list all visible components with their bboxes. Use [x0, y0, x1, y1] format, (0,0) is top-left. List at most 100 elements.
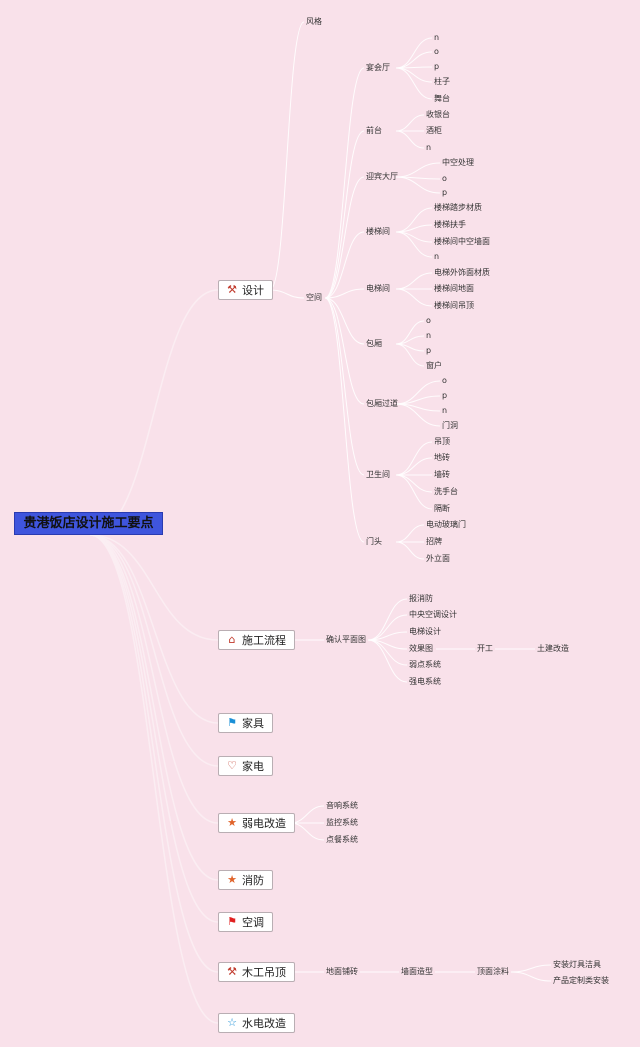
room-topic[interactable]: 宴会厅	[366, 63, 390, 72]
process-item[interactable]: 中央空调设计	[409, 610, 457, 619]
item-topic[interactable]: p	[426, 346, 432, 355]
branch-label: 家具	[242, 717, 264, 730]
item-topic[interactable]: p	[434, 62, 440, 71]
branch-label: 弱电改造	[242, 817, 286, 830]
connector	[395, 162, 441, 178]
connector	[367, 598, 408, 641]
item-topic[interactable]: 楼梯间地面	[434, 284, 474, 293]
item-topic[interactable]: o	[426, 316, 431, 325]
item-topic[interactable]: o	[442, 376, 447, 385]
style-topic[interactable]: 风格	[306, 17, 322, 26]
item-topic[interactable]: 收银台	[426, 110, 450, 119]
item-topic[interactable]: 外立面	[426, 554, 450, 563]
item-topic[interactable]: 楼梯间中空墙面	[434, 237, 490, 246]
item-topic[interactable]: 洗手台	[434, 487, 458, 496]
room-topic[interactable]: 包厢过道	[366, 399, 398, 408]
item-topic[interactable]: 墙砖	[434, 470, 450, 479]
branch-fire[interactable]: ★消防	[218, 870, 273, 890]
tools-icon: ⚒	[227, 283, 237, 296]
room-topic[interactable]: 门头	[366, 537, 382, 546]
branch-label: 施工流程	[242, 634, 286, 647]
item-topic[interactable]: 门洞	[442, 421, 458, 430]
connector	[395, 231, 433, 258]
process-item[interactable]: 效果图	[409, 644, 433, 653]
branch-design[interactable]: ⚒设计	[218, 280, 273, 300]
connector	[510, 964, 552, 973]
item-topic[interactable]: n	[442, 406, 448, 415]
root-topic[interactable]: 贵港饭店设计施工要点	[14, 512, 163, 535]
item-topic[interactable]: n	[426, 331, 432, 340]
connector	[510, 971, 552, 982]
item-topic[interactable]: o	[434, 47, 439, 56]
confirm-topic[interactable]: 确认平面图	[326, 635, 366, 644]
item-topic[interactable]: 地砖	[434, 453, 450, 462]
item-topic[interactable]: 楼梯间吊顶	[434, 301, 474, 310]
item-topic[interactable]: 楼梯扶手	[434, 220, 466, 229]
start-topic[interactable]: 开工	[477, 644, 493, 653]
connector	[395, 67, 433, 83]
item-topic[interactable]: 窗户	[426, 361, 442, 370]
connector	[367, 614, 408, 641]
item-topic[interactable]: n	[434, 252, 440, 261]
weak-item[interactable]: 音响系统	[326, 801, 358, 810]
room-topic[interactable]: 楼梯间	[366, 227, 390, 236]
item-topic[interactable]: 电动玻璃门	[426, 520, 466, 529]
process-item[interactable]: 弱点系统	[409, 660, 441, 669]
carpentry-final[interactable]: 安装灯具洁具	[553, 960, 601, 969]
connector	[89, 534, 219, 881]
connector	[324, 297, 365, 543]
item-topic[interactable]: p	[442, 391, 448, 400]
room-topic[interactable]: 迎宾大厅	[366, 172, 398, 181]
branch-ac[interactable]: ⚑ 空调	[218, 912, 273, 932]
item-topic[interactable]: o	[442, 174, 447, 183]
item-topic[interactable]: 吊顶	[434, 437, 450, 446]
item-topic[interactable]: 隔断	[434, 504, 450, 513]
carpentry-step[interactable]: 顶面涂料	[477, 967, 509, 976]
connector	[324, 67, 365, 299]
flag-icon: ⚑	[227, 716, 237, 729]
branch-carpentry[interactable]: ⚒ 木工吊顶	[218, 962, 295, 982]
connector	[395, 441, 433, 476]
home-icon: ⌂	[228, 633, 236, 646]
branch-furniture[interactable]: ⚑ 家具	[218, 713, 273, 733]
item-topic[interactable]: n	[434, 33, 440, 42]
item-topic[interactable]: 柱子	[434, 77, 450, 86]
flag-icon: ⚑	[227, 915, 237, 928]
item-topic[interactable]: 楼梯踏步材质	[434, 203, 482, 212]
connector	[89, 534, 219, 641]
weak-item[interactable]: 监控系统	[326, 818, 358, 827]
connector	[324, 130, 365, 299]
carpentry-step[interactable]: 地面铺砖	[326, 967, 358, 976]
connector	[395, 474, 433, 510]
connector	[395, 272, 433, 290]
process-item[interactable]: 报消防	[409, 594, 433, 603]
room-topic[interactable]: 电梯间	[366, 284, 390, 293]
item-topic[interactable]: n	[426, 143, 432, 152]
branch-label: 空调	[242, 916, 264, 929]
branch-process[interactable]: ⌂ 施工流程	[218, 630, 295, 650]
branch-weak[interactable]: ★弱电改造	[218, 813, 295, 833]
item-topic[interactable]: 舞台	[434, 94, 450, 103]
process-item[interactable]: 电梯设计	[409, 627, 441, 636]
branch-label: 木工吊顶	[242, 966, 286, 979]
process-item[interactable]: 强电系统	[409, 677, 441, 686]
room-topic[interactable]: 卫生间	[366, 470, 390, 479]
star-outline-icon: ☆	[227, 1016, 237, 1029]
item-topic[interactable]: 招牌	[426, 537, 442, 546]
item-topic[interactable]: 电梯外饰面材质	[434, 268, 490, 277]
branch-plumbing[interactable]: ☆水电改造	[218, 1013, 295, 1033]
room-topic[interactable]: 包厢	[366, 339, 382, 348]
space-topic[interactable]: 空间	[306, 293, 322, 302]
item-topic[interactable]: 中空处理	[442, 158, 474, 167]
room-topic[interactable]: 前台	[366, 126, 382, 135]
connector	[269, 289, 305, 299]
item-topic[interactable]: 酒柜	[426, 126, 442, 135]
civil-topic[interactable]: 土建改造	[537, 644, 569, 653]
tools-icon: ⚒	[227, 965, 237, 978]
branch-appliance[interactable]: ♡家电	[218, 756, 273, 776]
weak-item[interactable]: 点餐系统	[326, 835, 358, 844]
item-topic[interactable]: p	[442, 188, 448, 197]
carpentry-final[interactable]: 产品定制类安装	[553, 976, 609, 985]
carpentry-step[interactable]: 墙面造型	[401, 967, 433, 976]
connector	[395, 176, 441, 194]
